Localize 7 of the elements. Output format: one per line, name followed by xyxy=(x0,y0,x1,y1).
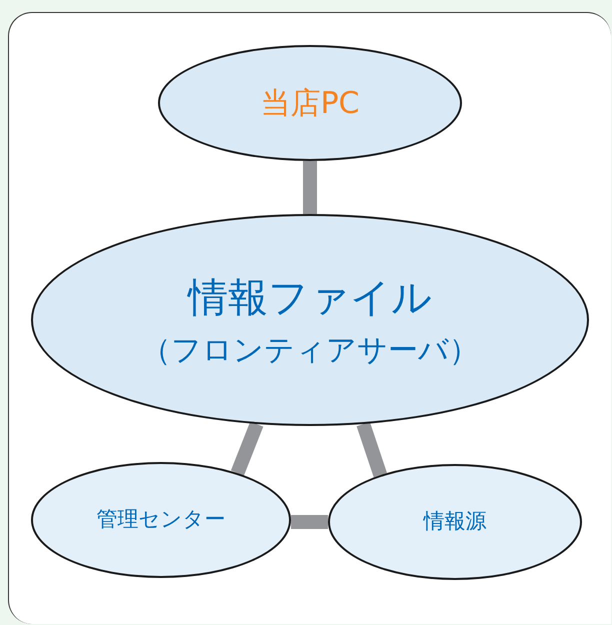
connector-line xyxy=(303,161,317,214)
node-label: 情報ファイル xyxy=(188,274,432,322)
node-label: 当店PC xyxy=(260,84,360,122)
connector-line xyxy=(290,515,328,530)
node-label: 管理センター xyxy=(96,506,226,534)
node-label: 情報源 xyxy=(424,508,486,536)
node-sublabel: （フロンティアサーバ） xyxy=(141,332,479,370)
